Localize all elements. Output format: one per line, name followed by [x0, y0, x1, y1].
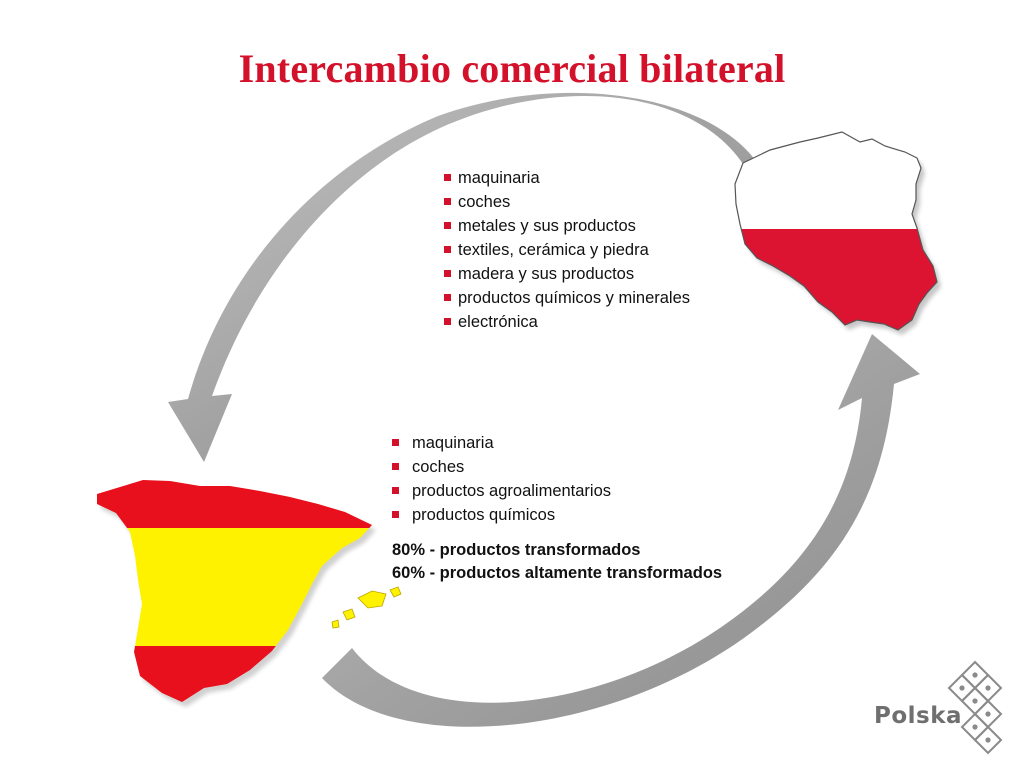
list-item-label: coches: [458, 193, 511, 211]
square-bullet-icon: [444, 294, 451, 301]
poland-flag-map-icon: [734, 131, 941, 335]
square-bullet-icon: [444, 198, 451, 205]
list-item-label: madera y sus productos: [458, 265, 635, 283]
list-item-label: productos químicos y minerales: [458, 289, 691, 307]
balearic-islands: [331, 586, 402, 629]
stats-block: 80% - productos transformados 60% - prod…: [392, 539, 722, 585]
square-bullet-icon: [392, 511, 399, 518]
square-bullet-icon: [444, 270, 451, 277]
list-item: maquinaria: [444, 166, 690, 190]
list-item: metales y sus productos: [444, 214, 690, 238]
list-item-label: electrónica: [458, 313, 538, 331]
list-item-label: maquinaria: [458, 169, 540, 187]
list-item: textiles, cerámica y piedra: [444, 238, 690, 262]
stat-line: 80% - productos transformados: [392, 541, 641, 559]
slide-title: Intercambio comercial bilateral: [238, 45, 786, 91]
list-item-label: coches: [412, 458, 465, 476]
list-item-label: metales y sus productos: [458, 217, 636, 235]
list-item: coches: [390, 455, 611, 479]
list-item-label: productos químicos: [412, 506, 556, 524]
spain-exports-list: maquinaria coches productos agroalimentari…: [390, 431, 611, 527]
list-item: productos químicos y minerales: [444, 286, 690, 310]
list-item-label: maquinaria: [412, 434, 494, 452]
square-bullet-icon: [444, 222, 451, 229]
list-item: madera y sus productos: [444, 262, 690, 286]
list-item: productos agroalimentarios: [390, 479, 611, 503]
list-item-label: textiles, cerámica y piedra: [458, 241, 649, 259]
square-bullet-icon: [444, 174, 451, 181]
square-bullet-icon: [444, 246, 451, 253]
list-item: electrónica: [444, 310, 690, 334]
square-bullet-icon: [392, 487, 399, 494]
poland-exports-list: maquinaria coches metales y sus productos t…: [444, 166, 690, 334]
stat-line: 60% - productos altamente transformados: [392, 564, 723, 582]
list-item: maquinaria: [390, 431, 611, 455]
list-item-label: productos agroalimentarios: [412, 482, 612, 500]
square-bullet-icon: [444, 318, 451, 325]
arrow-spain-to-poland: [322, 334, 920, 727]
polska-logo-text: Polska: [874, 703, 963, 729]
square-bullet-icon: [392, 463, 399, 470]
list-item: productos químicos: [390, 503, 611, 527]
polska-logo-icon: [947, 660, 1003, 755]
square-bullet-icon: [392, 439, 399, 446]
list-item: coches: [444, 190, 690, 214]
